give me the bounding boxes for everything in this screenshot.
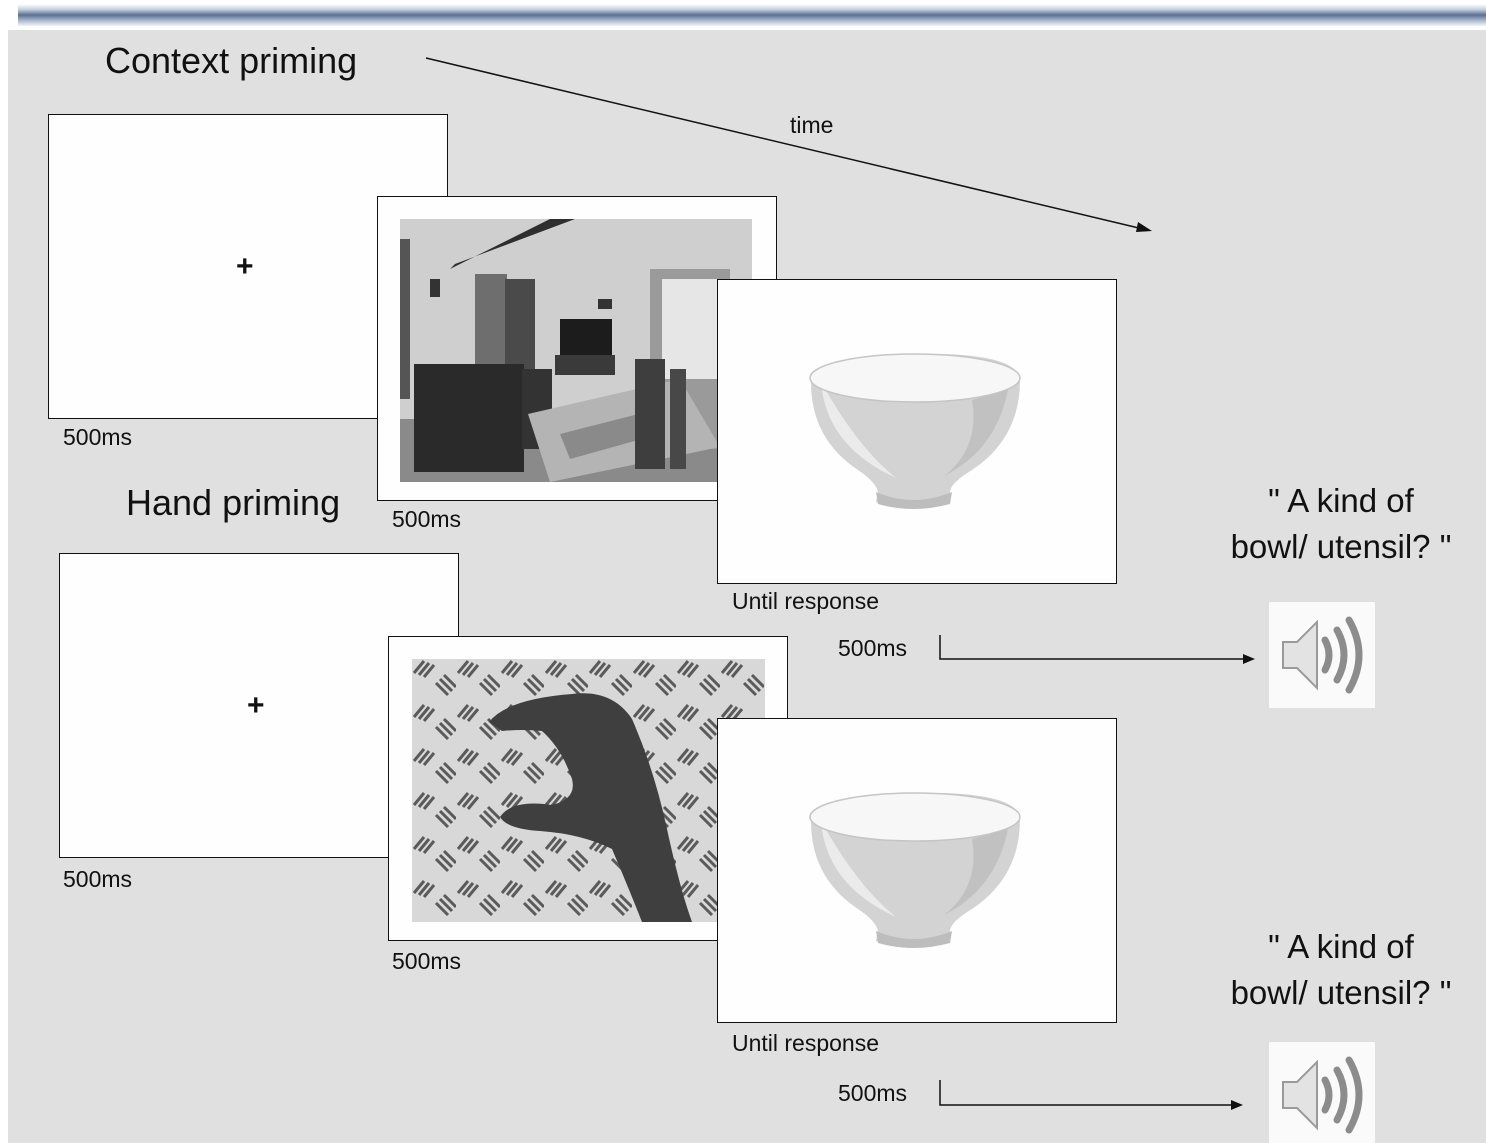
context-target-frame (717, 279, 1117, 584)
hand-fixation-duration: 500ms (63, 866, 133, 892)
question-line-1: " A kind of (1268, 482, 1414, 519)
hand-audio-question: " A kind of bowl/ utensil? " (1196, 924, 1486, 1016)
hand-priming-title: Hand priming (126, 482, 341, 523)
context-audio-question: " A kind of bowl/ utensil? " (1196, 478, 1486, 570)
question-line-2: bowl/ utensil? " (1230, 974, 1452, 1011)
hand-prime-duration: 500ms (392, 948, 462, 974)
context-priming-title: Context priming (105, 40, 358, 81)
living-room-photo (400, 219, 752, 482)
top-banner (18, 4, 1486, 26)
context-fixation-duration: 500ms (63, 424, 133, 450)
context-audio-delay: 500ms (838, 635, 908, 661)
context-target-duration: Until response (732, 588, 880, 614)
hand-audio-delay: 500ms (838, 1080, 908, 1106)
time-arrow (425, 57, 1152, 232)
speaker-icon (1269, 602, 1375, 708)
context-prime-duration: 500ms (392, 506, 462, 532)
context-prime-frame (377, 196, 777, 501)
question-line-2: bowl/ utensil? " (1230, 528, 1452, 565)
hand-target-duration: Until response (732, 1030, 880, 1056)
bowl-photo (809, 353, 1021, 509)
time-label: time (790, 112, 834, 138)
hand-grip-photo (412, 659, 765, 922)
slide-canvas: time Context priming + 500ms (8, 30, 1486, 1143)
fixation-cross: + (247, 689, 265, 722)
bowl-photo (809, 792, 1021, 948)
hand-response-arrow (939, 1080, 1243, 1110)
speaker-icon (1269, 1042, 1375, 1143)
fixation-cross: + (236, 250, 254, 283)
question-line-1: " A kind of (1268, 928, 1414, 965)
hand-target-frame (717, 718, 1117, 1023)
context-response-arrow (939, 635, 1255, 664)
